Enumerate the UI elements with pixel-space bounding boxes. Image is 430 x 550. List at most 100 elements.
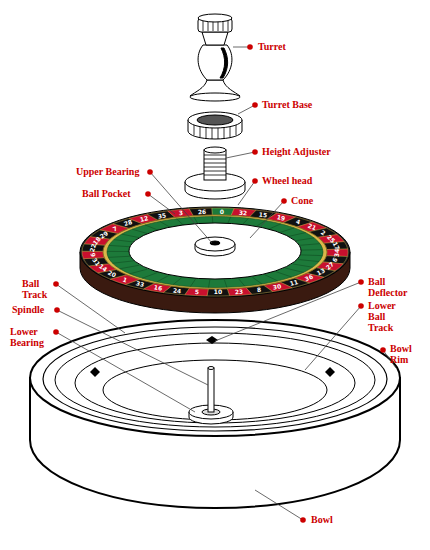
height-adjuster bbox=[204, 150, 226, 180]
upper-bearing bbox=[195, 237, 235, 256]
pocket-divider bbox=[114, 240, 135, 243]
leader-line bbox=[226, 152, 255, 158]
leader-dot bbox=[53, 44, 386, 523]
part-label: Ball Track bbox=[22, 278, 56, 300]
height-adjuster bbox=[204, 155, 226, 175]
turret bbox=[198, 14, 232, 22]
height-adjuster bbox=[185, 147, 245, 199]
spindle bbox=[208, 368, 214, 412]
leader-dot bbox=[145, 191, 151, 197]
wheel-head bbox=[107, 217, 323, 288]
leader-dot bbox=[252, 178, 258, 184]
number-pocket bbox=[212, 208, 235, 215]
pocket-number: 32 bbox=[238, 209, 247, 216]
pocket-number: 0 bbox=[220, 209, 224, 215]
upper-bearing bbox=[195, 237, 235, 251]
pocket-number: 5 bbox=[195, 289, 199, 295]
part-label: Wheel head bbox=[262, 175, 312, 186]
leader-dot bbox=[281, 198, 287, 204]
ball-deflector bbox=[325, 367, 335, 377]
pocket-divider bbox=[122, 234, 141, 238]
leader-dot bbox=[252, 102, 258, 108]
pocket-divider bbox=[299, 244, 320, 246]
part-label: Cone bbox=[291, 195, 313, 206]
leader-dot bbox=[53, 281, 59, 287]
pocket-divider bbox=[301, 249, 323, 251]
pocket-number: 24 bbox=[173, 287, 182, 294]
leader-line bbox=[56, 284, 125, 333]
pocket-divider bbox=[224, 280, 226, 287]
pocket-divider bbox=[120, 265, 139, 269]
turret bbox=[202, 32, 228, 45]
ball-deflector bbox=[90, 367, 100, 377]
leader-line bbox=[255, 490, 303, 520]
leader-line bbox=[238, 181, 255, 205]
leader-dot bbox=[252, 149, 258, 155]
turret-base bbox=[188, 112, 242, 128]
pocket-divider bbox=[239, 279, 245, 286]
leader-line bbox=[215, 282, 361, 341]
leader-dot bbox=[54, 307, 60, 313]
pocket-number: 26 bbox=[197, 209, 206, 215]
pocket-dividers bbox=[107, 217, 323, 288]
part-label: Lower Bearing bbox=[10, 326, 54, 348]
bowl bbox=[30, 320, 400, 436]
part-label: Upper Bearing bbox=[76, 166, 139, 177]
turret bbox=[198, 45, 232, 80]
wheel-head bbox=[80, 207, 350, 297]
turret-base bbox=[197, 115, 233, 125]
turret bbox=[190, 14, 240, 101]
pocket-number: 3 bbox=[179, 210, 184, 216]
leader-dot bbox=[147, 169, 153, 175]
pocket-divider bbox=[276, 272, 292, 277]
pocket-divider bbox=[107, 251, 129, 252]
turret-base bbox=[188, 112, 242, 139]
pocket-number: 23 bbox=[234, 288, 243, 295]
leader-line bbox=[305, 306, 361, 370]
ball-deflector bbox=[206, 336, 218, 344]
pocket-divider bbox=[157, 276, 169, 282]
pocket-divider bbox=[293, 264, 313, 267]
bowl bbox=[55, 333, 375, 427]
bowl bbox=[75, 343, 355, 423]
pocket-number: 8 bbox=[256, 287, 261, 293]
leader-line bbox=[150, 172, 212, 243]
pocket-divider bbox=[130, 269, 147, 274]
pocket-divider bbox=[265, 275, 278, 281]
pocket-divider bbox=[252, 277, 262, 284]
leader-dot bbox=[53, 329, 59, 335]
leader-line bbox=[57, 310, 208, 385]
part-label: Turret bbox=[258, 41, 286, 52]
spindle bbox=[189, 367, 233, 425]
pocket-divider bbox=[142, 273, 157, 279]
pocket-divider bbox=[287, 233, 305, 237]
part-label: Height Adjuster bbox=[262, 146, 331, 157]
pocket-divider bbox=[285, 268, 303, 272]
turret bbox=[220, 48, 228, 78]
pocket-divider bbox=[190, 279, 195, 286]
number-pocket bbox=[207, 289, 230, 296]
wheel-head bbox=[103, 215, 327, 289]
leader-line bbox=[148, 194, 175, 214]
pocket-divider bbox=[298, 260, 319, 262]
bowl bbox=[43, 327, 387, 431]
leader-dot bbox=[358, 303, 364, 309]
number-pockets bbox=[82, 208, 348, 296]
bowl bbox=[30, 320, 400, 508]
part-label: Lower Ball Track bbox=[368, 300, 408, 333]
wheel-head bbox=[80, 207, 350, 313]
pocket-divider bbox=[301, 254, 323, 256]
wheel-head bbox=[129, 223, 301, 279]
pocket-number: 35 bbox=[157, 212, 166, 219]
leader-line bbox=[238, 105, 255, 114]
part-label: Spindle bbox=[12, 304, 44, 315]
pocket-divider bbox=[209, 280, 210, 287]
number-pocket bbox=[326, 249, 348, 256]
pocket-number: 15 bbox=[258, 211, 267, 218]
pocket-number: 16 bbox=[153, 284, 162, 291]
pocket-number: 9 bbox=[89, 252, 96, 257]
spindle bbox=[208, 367, 214, 370]
part-label: Bowl bbox=[311, 514, 333, 525]
